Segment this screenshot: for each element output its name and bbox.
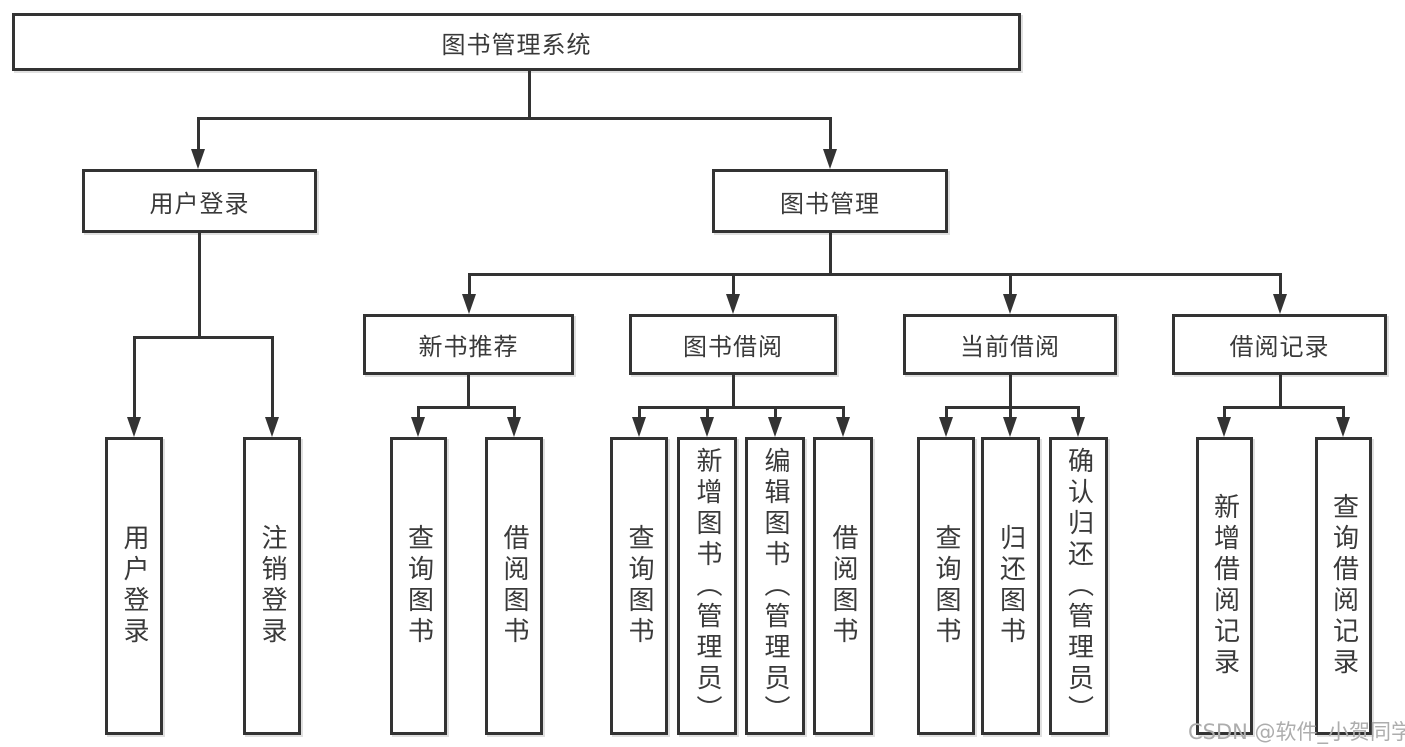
connector-drop-bb-query [638, 406, 641, 419]
node-book-management-label: 图书管理 [780, 189, 880, 218]
leaf-borrow-borrow-books-label: 借阅图书 [828, 524, 858, 648]
connector-drop-book-borrow [732, 273, 735, 296]
connector-drop-nb-borrow [513, 406, 516, 419]
node-book-management: 图书管理 [712, 169, 948, 233]
connector-drop-cb-return [1009, 406, 1012, 419]
connector-drop-cb-query [945, 406, 948, 419]
connector-drop-leaf-login [133, 336, 136, 419]
connector-drop-nb-query [417, 406, 420, 419]
node-user-login: 用户登录 [82, 169, 317, 233]
connector-drop-bb-add [706, 406, 709, 419]
leaf-records-query-record-label: 查询借阅记录 [1328, 493, 1359, 679]
connector-new-book-stem [467, 375, 470, 406]
arrowhead-nb-borrow [507, 417, 521, 437]
node-new-book-recommend: 新书推荐 [363, 314, 574, 375]
arrowhead-cb-return [1003, 417, 1017, 437]
arrowhead-user-login [191, 149, 205, 169]
leaf-records-add-record-label: 新增借阅记录 [1209, 493, 1240, 679]
arrowhead-new-book [462, 294, 476, 314]
connector-drop-bb-edit [774, 406, 777, 419]
connector-drop-bb-borrow [842, 406, 845, 419]
connector-current-bar [945, 406, 1080, 409]
arrowhead-bb-edit [768, 417, 782, 437]
connector-records-stem [1279, 375, 1282, 406]
arrowhead-leaf-login [127, 417, 141, 437]
node-root-label: 图书管理系统 [441, 30, 592, 59]
connector-borrow-stem [732, 375, 735, 406]
arrowhead-bb-query [632, 417, 646, 437]
arrowhead-rec-query [1336, 417, 1350, 437]
connector-new-book-bar [417, 406, 516, 409]
leaf-newbook-query-books-label: 查询图书 [403, 524, 434, 648]
connector-user-login-stem [198, 233, 201, 336]
leaf-borrow-borrow-books: 借阅图书 [813, 437, 873, 735]
connector-drop-cb-confirm [1077, 406, 1080, 419]
csdn-watermark: CSDN @软件_小贺同学 [1188, 720, 1405, 744]
arrowhead-cb-confirm [1071, 417, 1085, 437]
connector-records-bar [1223, 406, 1345, 409]
leaf-user-login-label: 用户登录 [119, 524, 149, 648]
node-borrowing-records-label: 借阅记录 [1229, 333, 1330, 361]
connector-borrow-bar [638, 406, 845, 409]
connector-book-mgmt-stem [829, 233, 832, 273]
connector-drop-borrow-records [1279, 273, 1282, 296]
arrowhead-leaf-logout [265, 417, 279, 437]
leaf-records-query-record: 查询借阅记录 [1315, 437, 1372, 735]
leaf-user-login: 用户登录 [105, 437, 163, 735]
leaf-records-add-record: 新增借阅记录 [1196, 437, 1253, 735]
arrowhead-book-borrow [726, 294, 740, 314]
connector-current-stem [1009, 375, 1012, 406]
arrowhead-borrow-records [1273, 294, 1287, 314]
node-current-borrowing-label: 当前借阅 [960, 333, 1060, 361]
node-new-book-recommend-label: 新书推荐 [418, 333, 519, 361]
arrowhead-book-mgmt [823, 149, 837, 169]
leaf-newbook-borrow-books-label: 借阅图书 [499, 524, 529, 648]
node-root-library-system: 图书管理系统 [12, 13, 1021, 71]
connector-root-bar [197, 117, 832, 120]
node-current-borrowing: 当前借阅 [903, 314, 1117, 375]
leaf-current-confirm-return-admin: 确认归还（管理员） [1049, 437, 1108, 735]
leaf-current-return-books-label: 归还图书 [995, 524, 1026, 648]
arrowhead-current-borrow [1003, 294, 1017, 314]
arrowhead-bb-add [700, 417, 714, 437]
leaf-borrow-query-books-label: 查询图书 [624, 524, 654, 648]
leaf-borrow-edit-books-admin-label: 编辑图书（管理员） [760, 446, 790, 726]
arrowhead-rec-add [1217, 417, 1231, 437]
connector-drop-new-book [468, 273, 471, 296]
connector-user-login-bar [133, 336, 273, 339]
leaf-logout: 注销登录 [243, 437, 301, 735]
node-user-login-label: 用户登录 [149, 189, 250, 218]
leaf-newbook-query-books: 查询图书 [390, 437, 447, 735]
leaf-borrow-edit-books-admin: 编辑图书（管理员） [745, 437, 805, 735]
connector-root-stem [528, 71, 531, 117]
leaf-borrow-add-books-admin-label: 新增图书（管理员） [692, 446, 722, 726]
leaf-current-query-books: 查询图书 [917, 437, 975, 735]
connector-drop-current-borrow [1009, 273, 1012, 296]
leaf-current-query-books-label: 查询图书 [931, 524, 961, 648]
arrowhead-bb-borrow [836, 417, 850, 437]
connector-drop-rec-add [1223, 406, 1226, 419]
leaf-logout-label: 注销登录 [257, 524, 287, 648]
arrowhead-cb-query [939, 417, 953, 437]
leaf-newbook-borrow-books: 借阅图书 [485, 437, 543, 735]
leaf-borrow-query-books: 查询图书 [610, 437, 668, 735]
arrowhead-nb-query [411, 417, 425, 437]
leaf-current-return-books: 归还图书 [981, 437, 1040, 735]
leaf-borrow-add-books-admin: 新增图书（管理员） [677, 437, 737, 735]
connector-drop-leaf-logout [271, 336, 274, 419]
connector-drop-book-mgmt [829, 117, 832, 151]
leaf-current-confirm-return-admin-label: 确认归还（管理员） [1063, 446, 1094, 726]
node-book-borrowing-label: 图书借阅 [683, 333, 783, 361]
connector-drop-rec-query [1342, 406, 1345, 419]
connector-book-mgmt-bar [468, 273, 1282, 276]
connector-drop-user-login [197, 117, 200, 151]
node-book-borrowing: 图书借阅 [629, 314, 837, 375]
node-borrowing-records: 借阅记录 [1172, 314, 1387, 375]
